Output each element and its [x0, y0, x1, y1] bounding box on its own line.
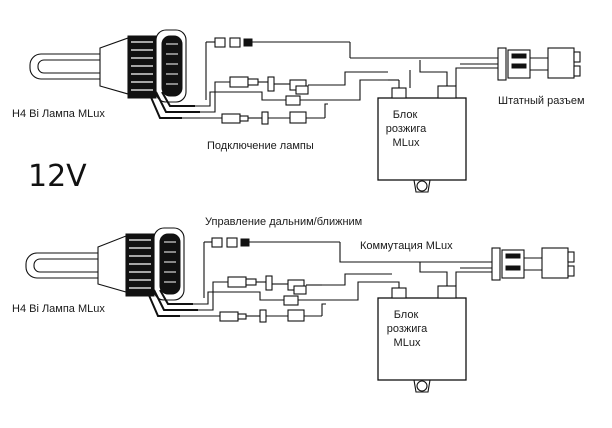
bottom-ballast-box — [377, 297, 467, 381]
bottom-lamp — [25, 227, 198, 317]
top-lamp — [29, 29, 200, 119]
bottom-lamp-heatsink — [125, 233, 155, 297]
top-ballast-label-line1: Блок — [393, 109, 418, 121]
top-lamp-fan-core — [161, 35, 183, 97]
bottom-stock-connector — [455, 247, 575, 286]
top-lamp-heatsink — [127, 35, 157, 99]
bottom-switching-label: Коммутация MLux — [360, 240, 453, 252]
top-lamp-label: H4 Bi Лампа MLux — [12, 108, 105, 120]
bottom-beam-control-label: Управление дальним/ближним — [205, 216, 362, 228]
top-small-plug — [205, 37, 498, 100]
top-ballast-box — [377, 97, 467, 181]
top-lamp-bulb-inner — [37, 59, 109, 74]
bottom-lamp-label: H4 Bi Лампа MLux — [12, 303, 105, 315]
bottom-lamp-fan-core — [159, 233, 181, 295]
bottom-small-plug — [203, 237, 492, 298]
bottom-ballast — [377, 262, 467, 393]
top-lamp-connectors — [182, 71, 388, 125]
top-lamp-base — [99, 37, 129, 95]
top-ballast-label-line3: MLux — [393, 137, 420, 149]
top-ballast-mount — [416, 180, 428, 192]
top-ballast — [377, 60, 467, 193]
top-ballast-label-line2: розжига — [386, 123, 427, 135]
bottom-lamp-connectors — [180, 273, 392, 323]
bottom-ballast-mount — [416, 380, 428, 392]
top-diagram — [29, 29, 581, 193]
top-stock-connector-label: Штатный разъем — [498, 95, 585, 107]
top-lamp-connection-label: Подключение лампы — [207, 140, 314, 152]
bottom-ballast-label-line3: MLux — [394, 337, 421, 349]
bottom-ballast-label-line2: розжига — [387, 323, 428, 335]
voltage-label: 12V — [28, 159, 87, 194]
top-stock-connector — [455, 47, 581, 86]
bottom-diagram — [25, 227, 575, 393]
bottom-ballast-label-line1: Блок — [394, 309, 419, 321]
